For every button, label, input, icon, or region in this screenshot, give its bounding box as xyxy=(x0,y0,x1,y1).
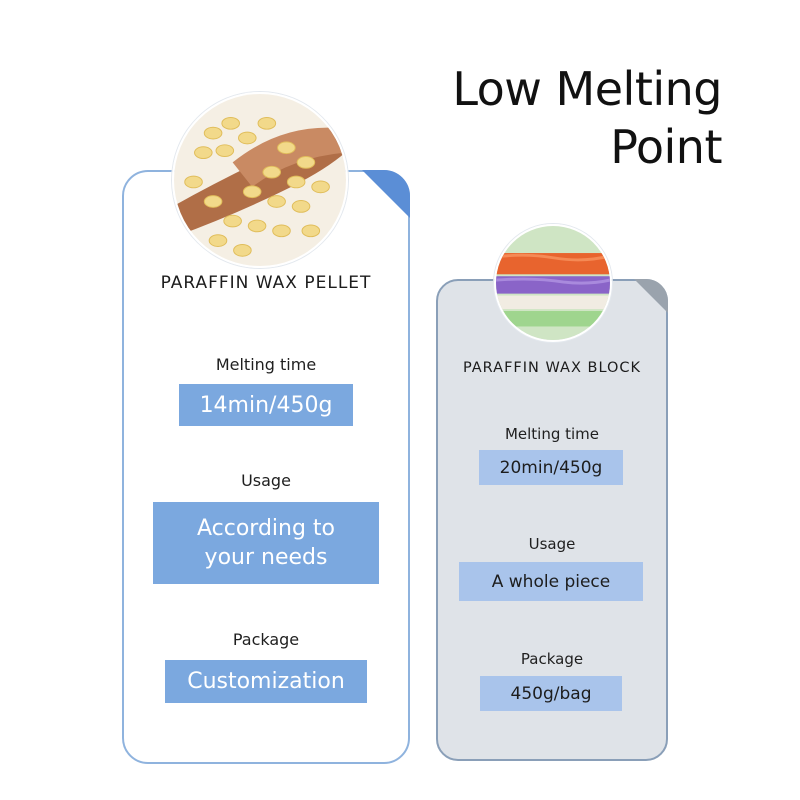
headline-line-2: Point xyxy=(610,120,722,174)
wax-pellets-photo-icon xyxy=(172,92,348,268)
wax-blocks-photo-icon xyxy=(494,224,612,342)
block-melting-time-label: Melting time xyxy=(504,425,600,443)
block-package-value: 450g/bag xyxy=(480,676,622,711)
card-corner-decoration xyxy=(362,170,410,218)
pellet-package-value: Customization xyxy=(165,660,367,703)
block-package-label: Package xyxy=(520,650,584,668)
headline-line-1: Low Melting xyxy=(452,62,722,116)
pellet-usage-value-line-2: your needs xyxy=(204,545,328,570)
block-melting-time-value: 20min/450g xyxy=(479,450,623,485)
pellet-melting-time-label: Melting time xyxy=(215,355,317,374)
pellet-melting-time-value: 14min/450g xyxy=(179,384,353,426)
block-card-title: PARAFFIN WAX BLOCK xyxy=(462,360,642,376)
pellet-usage-value-line-1: According to xyxy=(196,516,336,541)
card-corner-decoration xyxy=(634,279,668,313)
block-usage-value: A whole piece xyxy=(459,562,643,601)
pellet-package-label: Package xyxy=(232,630,300,649)
pellet-card-title: PARAFFIN WAX PELLET xyxy=(160,273,372,293)
block-usage-label: Usage xyxy=(528,535,576,553)
headline: Low Melting Point xyxy=(302,60,722,176)
pellet-usage-value: According to your needs xyxy=(153,502,379,584)
pellet-usage-label: Usage xyxy=(241,471,291,490)
